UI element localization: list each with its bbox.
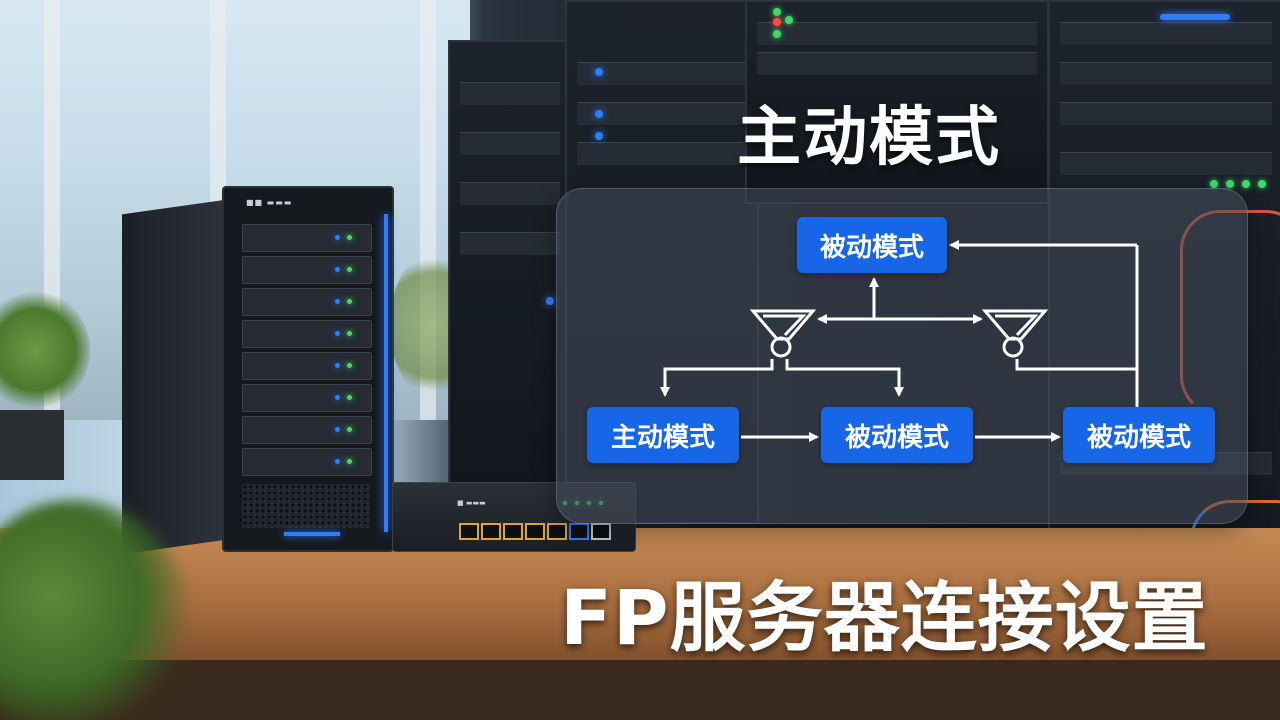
tower-server-image: ■■ ▬▬▬ bbox=[122, 186, 394, 555]
funnel-connector-icon bbox=[981, 309, 1049, 358]
potted-plant bbox=[0, 290, 90, 410]
desk-shadow bbox=[0, 660, 1280, 720]
bottom-middle-passive-mode-node: 被动模式 bbox=[821, 407, 973, 463]
server-logo-icon: ■■ ▬▬▬ bbox=[246, 198, 293, 207]
bottom-active-mode-node: 主动模式 bbox=[587, 407, 739, 463]
funnel-connector-icon bbox=[749, 309, 817, 358]
main-title-text: FP服务器连接设置 bbox=[560, 573, 1209, 662]
diagram-arrows bbox=[660, 240, 1139, 442]
switch-logo-icon: ■ ▬▬▬ bbox=[457, 499, 486, 507]
bottom-right-passive-mode-node: 被动模式 bbox=[1063, 407, 1215, 463]
plant-pot bbox=[0, 410, 64, 480]
server-rack-background bbox=[448, 40, 572, 524]
headline-text: 主动模式 bbox=[737, 101, 1001, 175]
foreground-plant-blur bbox=[0, 500, 190, 720]
top-passive-mode-node: 被动模式 bbox=[797, 217, 947, 273]
mode-diagram-panel: 被动模式 主动模式 被动模式 被动模式 bbox=[556, 188, 1248, 524]
server-rack-background bbox=[745, 0, 1049, 204]
wooden-desk bbox=[0, 528, 1280, 668]
